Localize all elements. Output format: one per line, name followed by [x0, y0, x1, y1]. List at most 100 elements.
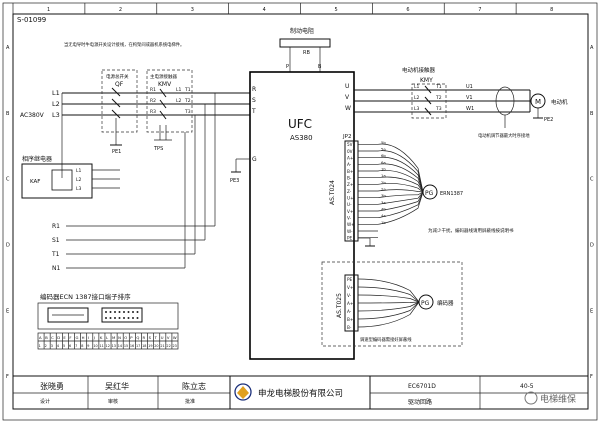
mc-out-t2: T2	[435, 95, 442, 101]
signal-t1: T1	[51, 251, 60, 258]
connector-pin-dot	[118, 311, 121, 313]
grid-top-label: 5	[334, 7, 337, 13]
connector-pin-dot	[127, 317, 130, 319]
signal-n1: N1	[52, 265, 60, 272]
jp2-wire-curve	[377, 191, 424, 225]
connector-pin-dot	[136, 311, 139, 313]
term-r: R	[252, 86, 256, 93]
grid-top-label: 6	[406, 7, 409, 13]
pin-table-letter: M	[112, 335, 115, 340]
motor-term-w1: W1	[466, 106, 474, 112]
pin-table-letter: N	[118, 335, 121, 340]
pin-table-number: 15	[124, 344, 128, 348]
encoder2-pin-label: A+	[347, 301, 354, 306]
pin-table-number: 14	[118, 344, 122, 348]
pin-table-letter: P	[130, 335, 133, 340]
signal-s1: S1	[52, 237, 60, 244]
connector-pin-dot	[114, 317, 116, 319]
encoder2-pins: PEV+V-A+A-B+B-	[347, 277, 354, 330]
grid-r1: R1	[150, 87, 156, 93]
jp2-wire-curve	[377, 183, 424, 193]
pin-table-number: 9	[87, 344, 89, 348]
encoder2-pin-label: B-	[347, 325, 352, 330]
jp2-wire-curve	[377, 156, 424, 193]
pe-left: PE1	[112, 149, 121, 155]
connector-title: 编码器ECN 1387接口端子排序	[40, 292, 131, 301]
signal-lines: R1 S1 T1 N1	[51, 93, 216, 272]
braking-pin-b: B	[318, 64, 322, 70]
grid-top-label: 1	[47, 7, 50, 13]
inverter-model: AS380	[290, 134, 313, 142]
pin-table-letter: C	[51, 335, 54, 340]
grid-side-label-right: C	[590, 177, 594, 183]
pin-table-number: 7	[75, 344, 77, 348]
pin-table-letter: W	[173, 335, 177, 340]
breaker-name: QF	[115, 81, 124, 88]
braking-code: RB	[303, 50, 310, 56]
encoder2-wire	[357, 294, 420, 303]
grid-side-label-right: D	[590, 242, 594, 248]
phase-relay: 相序继电器 KAF L1 L2 L3	[21, 155, 120, 199]
encoder-pg	[422, 184, 438, 200]
encoder2-pg-symbol: PG	[421, 300, 430, 307]
pin-table-letter: K	[100, 335, 103, 340]
grid-side-label: C	[6, 177, 10, 183]
jp2-wire-curve	[377, 150, 424, 193]
connector-pin-dot	[109, 317, 112, 319]
jp2-pin-label: B-	[347, 175, 352, 180]
pin-table-letter: U	[161, 335, 164, 340]
jp2-wire-label: 2a	[381, 187, 386, 192]
outer-frame	[2, 2, 598, 421]
out-u: U	[345, 83, 349, 90]
motor-label: 电动机	[551, 98, 568, 106]
connector-pin-dot	[105, 311, 107, 313]
grid-top-label: 7	[478, 7, 481, 13]
pin-table-number: 18	[142, 344, 146, 348]
jp2-wire-curve	[377, 163, 424, 193]
motor-contactor-name: KMY	[420, 77, 433, 84]
chat-bubble-icon	[524, 391, 538, 405]
pin-table-number: 8	[81, 344, 83, 348]
motor-note: 电动机调节器最大时序接地	[478, 132, 530, 139]
encoder2-pin-label: A-	[347, 309, 352, 314]
pin-table-letter: G	[76, 335, 79, 340]
supply-voltage: AC380V	[20, 112, 45, 119]
connector-pins	[105, 311, 139, 319]
contactor-name: KMV	[158, 81, 172, 88]
encoder2: AS.T025 PEV+V-A+A-B+B- PG 编码器 调速型编码器需接好屏…	[321, 261, 463, 347]
jp2-wire-label: 4b	[381, 207, 386, 212]
pin-table-number: 22	[166, 344, 170, 348]
jp2-wire-label: 5a	[381, 147, 386, 152]
jp2-wire-curve	[377, 176, 424, 193]
mc-out-t3: T3	[435, 106, 442, 112]
grid-top-label: 8	[550, 7, 553, 13]
jp2-wire-curve	[377, 143, 424, 193]
pin-table-letter: O	[124, 335, 127, 340]
out-w: W	[345, 105, 351, 112]
pin-table-number: 16	[130, 344, 134, 348]
sign2: 吴红华	[105, 381, 129, 391]
pin-table-letter: I	[88, 335, 89, 340]
jp2-wire-curve	[377, 189, 424, 193]
jp2-pin-label: A+	[347, 155, 354, 160]
pe-motor: PE2	[544, 117, 553, 123]
connector-pin-dot	[123, 311, 125, 313]
pe-mid: PE3	[230, 178, 239, 184]
jp2-pin-label: PE	[347, 235, 353, 240]
supply-lines: L1 L2 L3 AC380V R S T	[20, 86, 256, 178]
connector-diagram: 编码器ECN 1387接口端子排序 A1B2C3D4E5F6G7H8I9J10K…	[37, 292, 179, 350]
pin-table-number: 17	[136, 344, 140, 348]
jp2-pin-label: Z+	[347, 182, 354, 187]
encoder2-wire	[357, 301, 420, 312]
jp2-pin-label: V+	[347, 209, 354, 214]
jp2-wire-label: 1b	[381, 167, 386, 172]
pin-table-number: 3	[51, 344, 53, 348]
pin-table-number: 19	[148, 344, 152, 348]
grid-side-label: E	[6, 308, 9, 314]
encoder-pg-symbol: PG	[425, 190, 434, 197]
encoder2-label: 编码器	[437, 299, 454, 307]
encoder2-wire	[357, 286, 420, 303]
encoder2-wire	[357, 301, 420, 320]
